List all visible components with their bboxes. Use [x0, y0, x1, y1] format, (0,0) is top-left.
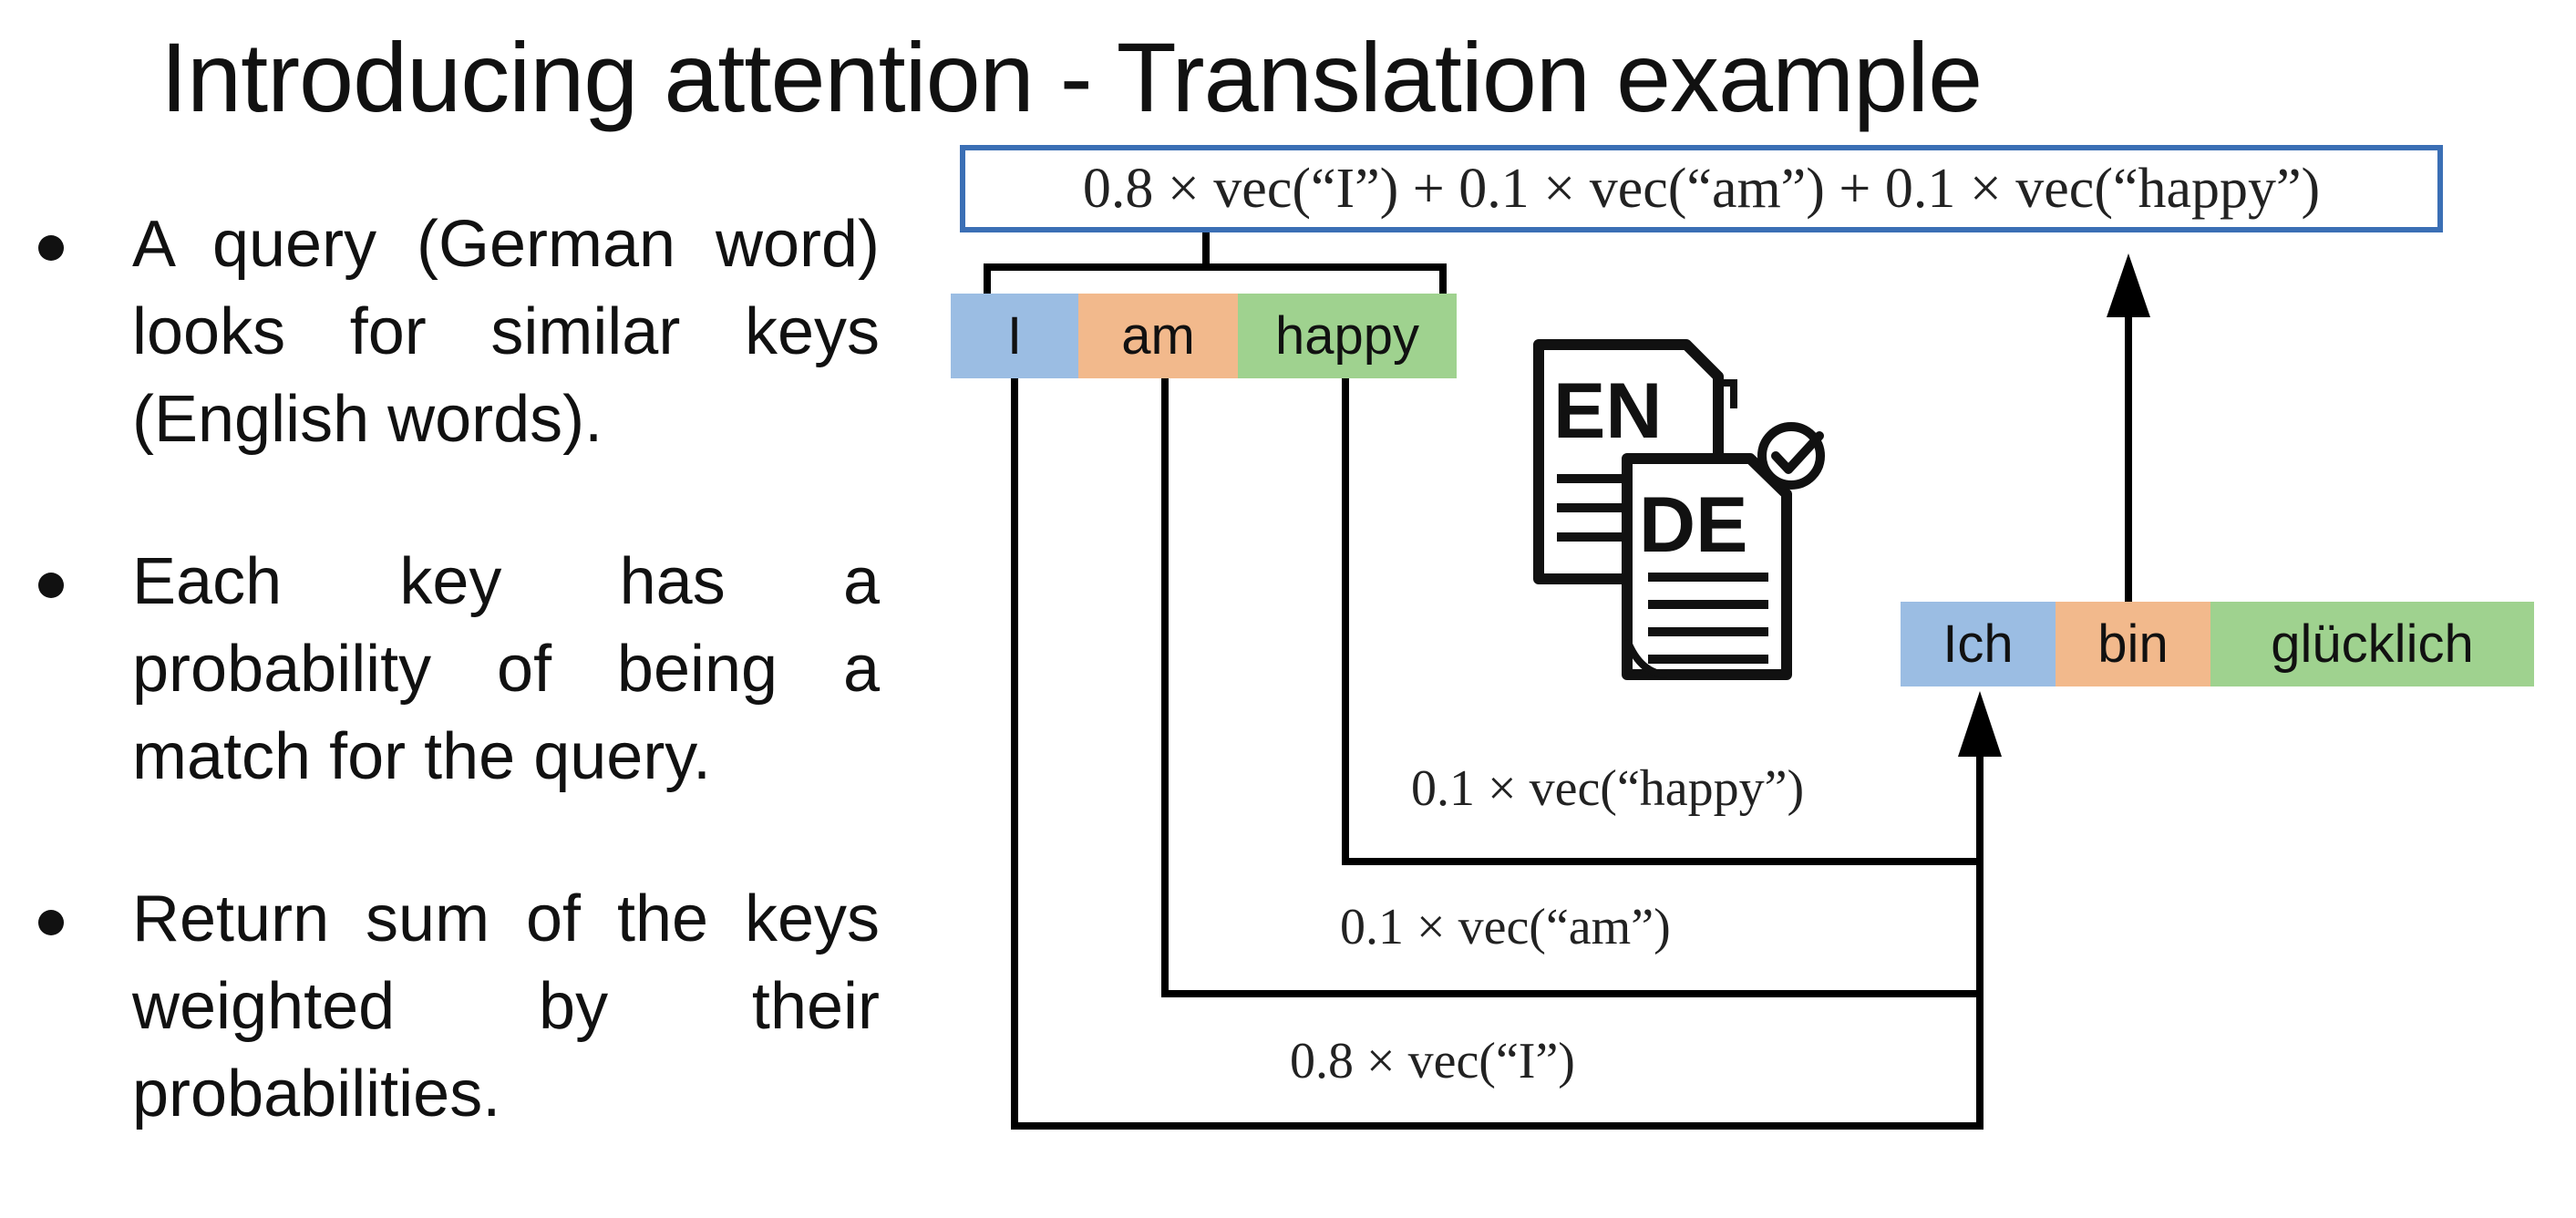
bullet-text: Each key has a probability of being a ma…: [132, 545, 880, 793]
key-token-happy: happy: [1238, 294, 1457, 378]
bracket-line: [984, 263, 1447, 297]
weighted-term-i: 0.8 × vec(“I”): [1290, 1033, 1575, 1089]
bullet-text: Return sum of the keys weighted by their…: [132, 883, 880, 1130]
bullet-dot-icon: [38, 910, 64, 935]
line-happy: [1342, 375, 1984, 865]
bullet-dot-icon: [38, 573, 64, 598]
translation-document-icon: EN DE: [1533, 339, 1825, 680]
query-token-bin: bin: [2056, 602, 2210, 686]
line-am: [1161, 375, 1984, 997]
bullet-dot-icon: [38, 235, 64, 261]
weighted-sum-formula: 0.8 × vec(“I”) + 0.1 × vec(“am”) + 0.1 ×…: [1082, 157, 2321, 220]
query-token-ich: Ich: [1901, 602, 2056, 686]
de-label: DE: [1639, 481, 1747, 569]
weighted-term-am: 0.1 × vec(“am”): [1340, 899, 1671, 955]
bullet-text: A query (German word) looks for similar …: [132, 208, 880, 456]
line-i: [1011, 375, 1984, 1130]
arrow-into-ich-icon: [1958, 691, 2002, 757]
page-title: Introducing attention - Translation exam…: [160, 22, 1983, 132]
weighted-term-happy: 0.1 × vec(“happy”): [1411, 760, 1805, 817]
en-label: EN: [1553, 367, 1662, 455]
key-token-am: am: [1078, 294, 1238, 378]
query-token-glucklich: glücklich: [2210, 602, 2534, 686]
weighted-sum-box: 0.8 × vec(“I”) + 0.1 × vec(“am”) + 0.1 ×…: [960, 145, 2443, 232]
key-token-i: I: [951, 294, 1078, 378]
arrow-to-sum-icon: [2107, 253, 2150, 317]
